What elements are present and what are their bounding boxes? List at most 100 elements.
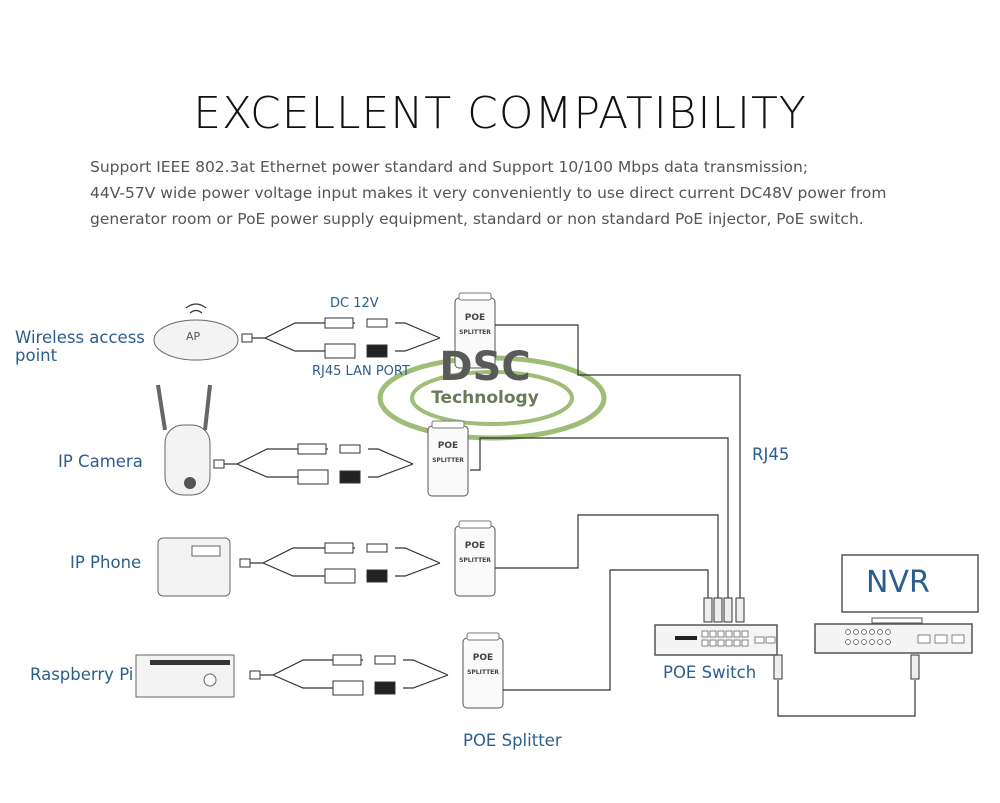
dc-female-plug-1 — [366, 318, 388, 328]
rj45-plug-3 — [324, 568, 356, 584]
wifi-icon — [185, 303, 207, 314]
switch-sfp — [765, 636, 776, 644]
switch-port — [741, 630, 749, 638]
ap-badge: AP — [186, 330, 201, 343]
cable-join-4 — [403, 659, 449, 689]
nvr-port — [853, 629, 859, 635]
description-line-2: 44V-57V wide power voltage input makes i… — [90, 184, 887, 202]
ip-camera-device — [164, 424, 211, 496]
cable-join-3 — [395, 547, 441, 577]
cable-join-2 — [368, 448, 414, 478]
switch-port — [725, 630, 733, 638]
nvr-port-rect — [917, 634, 931, 644]
description-line-1: Support IEEE 802.3at Ethernet power stan… — [90, 158, 809, 176]
switch-port — [717, 630, 725, 638]
rj45-label: RJ45 — [752, 445, 790, 464]
switch-port — [733, 630, 741, 638]
watermark-ring-inner — [410, 370, 574, 426]
nvr-monitor-stand — [871, 617, 923, 624]
camera-label: IP Camera — [58, 452, 143, 471]
splitter-cap-3 — [458, 520, 492, 529]
watermark-technology: Technology — [431, 388, 539, 408]
dc-male-plug-4 — [332, 654, 362, 666]
cable-join-1 — [395, 322, 441, 352]
switch-port — [709, 630, 717, 638]
switch-port — [709, 639, 717, 647]
nvr-connector — [910, 654, 920, 680]
pi-label: Raspberry Pi — [30, 665, 134, 684]
switch-rj45-connector-1 — [703, 597, 713, 623]
splitter-text-splitter: SPLITTER — [459, 557, 491, 564]
rj45-jack-4 — [374, 681, 396, 695]
camera-lens — [184, 477, 196, 489]
dc-female-plug-4 — [374, 655, 396, 665]
switch-port — [717, 639, 725, 647]
nvr-monitor — [841, 554, 979, 613]
nvr-port — [853, 639, 859, 645]
splitter-text-splitter: SPLITTER — [432, 457, 464, 464]
nvr-port — [861, 639, 867, 645]
dc-female-plug-2 — [339, 444, 361, 454]
ap-label: Wireless access — [15, 328, 145, 347]
nvr-port — [885, 639, 891, 645]
switch-port — [741, 639, 749, 647]
nvr-port — [877, 639, 883, 645]
camera-antenna — [156, 384, 167, 431]
plug-4 — [249, 670, 261, 680]
switch-port — [701, 630, 709, 638]
switch-port — [725, 639, 733, 647]
poe-switch-label: POE Switch — [663, 663, 757, 682]
nvr-port-rect — [934, 634, 948, 644]
nvr-recorder — [814, 623, 973, 654]
pi-gpio-header — [150, 660, 230, 665]
switch-port — [701, 639, 709, 647]
switch-uplink-connector — [773, 654, 783, 680]
rj45-plug-4 — [332, 680, 364, 696]
splitter-text-splitter: SPLITTER — [459, 329, 491, 336]
splitter-text-poe: POE — [465, 541, 485, 551]
description-line-3: generator room or PoE power supply equip… — [90, 210, 864, 228]
splitter-text-poe: POE — [465, 313, 485, 323]
switch-vent — [675, 636, 697, 640]
rj45-cable-3 — [495, 514, 719, 600]
rj45-cable-4 — [503, 569, 709, 691]
rj45-lan-label: RJ45 LAN PORT — [312, 364, 410, 379]
watermark-dsc: DSC — [439, 344, 531, 390]
nvr-port — [845, 629, 851, 635]
splitter-cap-1 — [458, 292, 492, 301]
splitter-text-poe: POE — [438, 441, 458, 451]
rj45-jack-3 — [366, 569, 388, 583]
dc-male-plug-2 — [297, 443, 327, 455]
splitter-cap-2 — [431, 420, 465, 429]
rj45-plug-1 — [324, 343, 356, 359]
camera-antenna — [203, 384, 212, 431]
page-title: EXCELLENT COMPATIBILITY — [193, 88, 807, 139]
plug-2 — [213, 459, 225, 469]
rj45-jack-1 — [366, 344, 388, 358]
plug-1 — [241, 333, 253, 343]
switch-sfp — [754, 636, 765, 644]
ap-label-2: point — [15, 346, 58, 365]
switch-rj45-connector-4 — [735, 597, 745, 623]
nvr-port — [845, 639, 851, 645]
nvr-port — [869, 629, 875, 635]
rj45-plug-2 — [297, 469, 329, 485]
phone-screen — [191, 545, 221, 557]
pi-component — [203, 673, 217, 687]
splitter-text-splitter: SPLITTER — [467, 669, 499, 676]
splitter-cap-4 — [466, 632, 500, 641]
splitter-text-poe: POE — [473, 653, 493, 663]
switch-rj45-connector-2 — [713, 597, 723, 623]
dc-female-plug-3 — [366, 543, 388, 553]
switch-to-nvr-cable — [777, 680, 916, 717]
dc-male-plug-3 — [324, 542, 354, 554]
nvr-port — [877, 629, 883, 635]
nvr-port — [861, 629, 867, 635]
poe-splitter-label: POE Splitter — [463, 731, 562, 750]
nvr-port — [885, 629, 891, 635]
nvr-port-rect — [951, 634, 965, 644]
rj45-cable-2 — [470, 437, 729, 600]
nvr-label: NVR — [866, 565, 930, 600]
rj45-cable-1 — [495, 324, 741, 600]
